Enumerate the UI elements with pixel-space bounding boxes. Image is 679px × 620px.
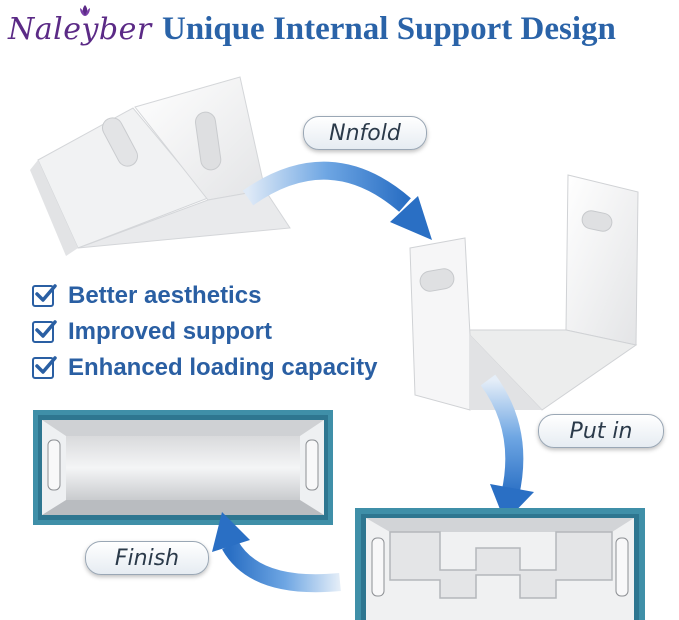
check-box-icon — [32, 320, 57, 343]
header: Naleyber Unique Internal Support Design — [0, 0, 679, 60]
folded-support-illustration — [30, 76, 291, 256]
feature-label: Improved support — [68, 318, 273, 345]
check-box-icon — [32, 356, 57, 379]
feature-item: Enhanced loading capacity — [32, 350, 377, 386]
put-in-arrow — [480, 374, 534, 522]
unfold-step-label: Nnfold — [303, 116, 427, 150]
put-in-step-label: Put in — [538, 414, 664, 448]
finish-step-label: Finish — [85, 541, 209, 575]
feature-item: Improved support — [32, 314, 377, 350]
unfold-arrow — [242, 161, 432, 240]
feature-label: Better aesthetics — [68, 282, 262, 309]
feature-list: Better aesthetics Improved support Enhan… — [32, 278, 377, 386]
finished-box-illustration — [33, 410, 333, 525]
unfolded-support-illustration — [409, 174, 639, 411]
brand-name: Naleyber — [8, 12, 152, 47]
box-with-insert-illustration — [355, 508, 645, 620]
page-title: Unique Internal Support Design — [162, 11, 616, 47]
check-box-icon — [32, 284, 57, 307]
flower-logo-icon — [80, 5, 90, 16]
finish-arrow — [212, 512, 341, 593]
feature-label: Enhanced loading capacity — [68, 354, 378, 381]
feature-item: Better aesthetics — [32, 278, 377, 314]
